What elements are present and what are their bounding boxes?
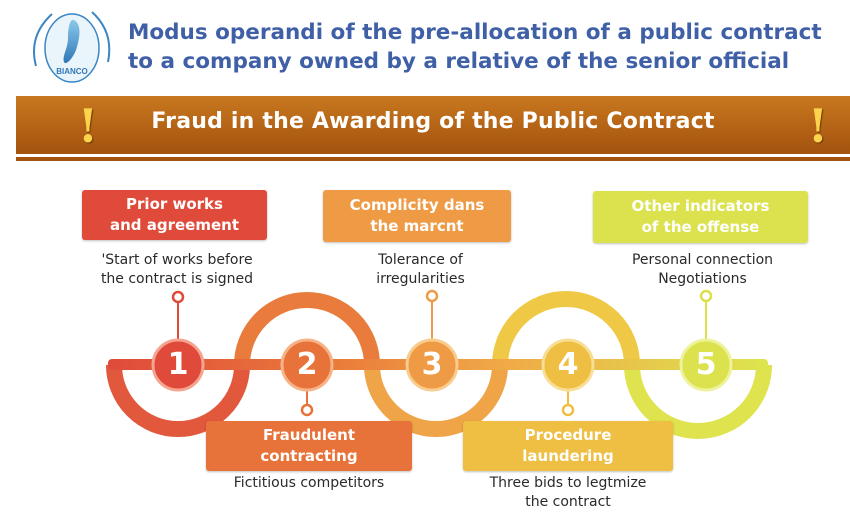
step-1-title-box: Prior works and agreement	[82, 190, 267, 240]
banner-title: Fraud in the Awarding of the Public Cont…	[151, 109, 715, 134]
step-2-description: Fictitious competitors	[206, 474, 412, 493]
step-2-number: 2	[296, 347, 318, 382]
step-5-title-line-2: of the offense	[641, 218, 760, 236]
step-1-description-line-1: 'Start of works before	[101, 252, 253, 268]
step-3-number: 3	[421, 347, 443, 382]
step-3-description: Tolerance of irregularities	[338, 251, 503, 289]
step-1-number: 1	[167, 347, 189, 382]
connector-lines	[171, 289, 713, 417]
step-4-title-box: Procedure laundering	[463, 421, 673, 471]
step-5-title-box: Other indicators of the offense	[593, 191, 808, 243]
step-1-title-line-1: Prior works	[126, 195, 223, 213]
step-4-title-line-1: Procedure	[524, 426, 612, 444]
step-2-title-line-2: contracting	[260, 447, 358, 465]
step-5-number: 5	[695, 347, 717, 382]
step-4-description-line-1: Three bids to legtmize	[489, 475, 647, 491]
step-4-description-line-2: the contract	[525, 494, 611, 510]
step-1-description-line-2: the contract is signed	[100, 271, 254, 287]
step-3-title-line-2: the marcnt	[370, 217, 464, 235]
step-4-number: 4	[557, 347, 579, 382]
step-5-description-line-1: Personal connection	[631, 252, 774, 268]
step-1-description: 'Start of works before the contract is s…	[72, 251, 282, 289]
step-circles	[151, 338, 733, 392]
logo-text: BIANCO	[56, 67, 88, 76]
step-3-title-line-1: Complicity dans	[349, 196, 485, 214]
step-5-title-line-1: Other indicators	[631, 197, 770, 215]
step-1-title-line-2: and agreement	[109, 216, 240, 234]
step-2-title-line-1: Fraudulent	[262, 426, 356, 444]
banner: ! Fraud in the Awarding of the Public Co…	[16, 96, 850, 154]
exclamation-icon: !	[77, 99, 99, 153]
step-3-description-line-1: Tolerance of	[378, 252, 463, 268]
title-line-1: Modus operandi of the pre-allocation of …	[128, 20, 822, 45]
step-4-title-line-2: laundering	[522, 447, 614, 465]
exclamation-icon: !	[807, 99, 829, 153]
step-5-description: Personal connection Negotiations	[605, 251, 800, 289]
title-line-2: to a company owned by a relative of the …	[128, 49, 790, 74]
step-2-description-line-1: Fictitious competitors	[233, 475, 385, 491]
step-3-description-line-2: irregularities	[376, 271, 465, 287]
step-4-description: Three bids to legtmize the contract	[458, 474, 678, 512]
step-5-description-line-2: Negotiations	[658, 271, 747, 287]
page-title: Modus operandi of the pre-allocation of …	[128, 18, 838, 76]
step-2-title-box: Fraudulent contracting	[206, 421, 412, 471]
step-3-title-box: Complicity dans the marcnt	[323, 190, 511, 242]
divider	[16, 157, 850, 161]
wave-track	[106, 291, 772, 439]
bianco-logo: BIANCO	[33, 11, 111, 83]
